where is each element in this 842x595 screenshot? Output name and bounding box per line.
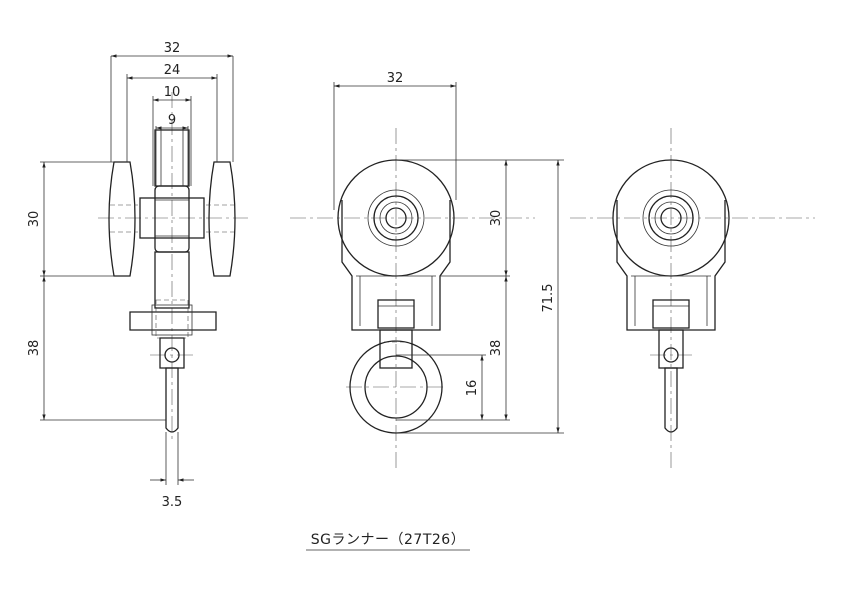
alt-pin-hole	[663, 347, 679, 363]
side-view: 32 24 10 9 30 38 3.5	[27, 41, 248, 510]
side-lower-stem	[154, 251, 190, 309]
dim-71-5: 71.5	[541, 284, 556, 313]
drawing-title-block: SGランナー（27T26）	[306, 532, 470, 551]
dim-10: 10	[164, 85, 181, 100]
front-ring-inner	[364, 355, 428, 419]
front-axle	[385, 207, 407, 229]
side-left-wheel	[108, 161, 136, 277]
side-carrier-plate	[129, 311, 217, 331]
dim-30-front: 30	[489, 210, 504, 227]
side-pin-hole	[164, 347, 180, 363]
drawing-title: SGランナー（27T26）	[311, 532, 465, 548]
alt-axle	[660, 207, 682, 229]
dim-30-left: 30	[27, 211, 42, 228]
front-view: 32 30 38 16 71.5	[290, 71, 564, 470]
dim-38-front: 38	[489, 340, 504, 357]
dim-32-front: 32	[387, 71, 404, 86]
dim-32-left: 32	[164, 41, 181, 56]
front-carrier-block	[377, 299, 415, 329]
alt-pin	[664, 367, 678, 433]
dim-24: 24	[164, 63, 181, 78]
dim-9: 9	[168, 113, 176, 128]
side-hub	[139, 197, 205, 239]
dim-38-left: 38	[27, 340, 42, 357]
alt-carrier-block	[652, 299, 690, 329]
front-ring-stem	[379, 329, 413, 369]
side-top-stem	[154, 129, 190, 187]
dim-16: 16	[465, 380, 480, 397]
alt-front-view	[570, 128, 815, 470]
side-right-wheel	[208, 161, 236, 277]
alt-bearing	[648, 195, 694, 241]
front-bearing	[373, 195, 419, 241]
dim-3-5: 3.5	[162, 495, 183, 510]
side-pin	[165, 367, 179, 433]
